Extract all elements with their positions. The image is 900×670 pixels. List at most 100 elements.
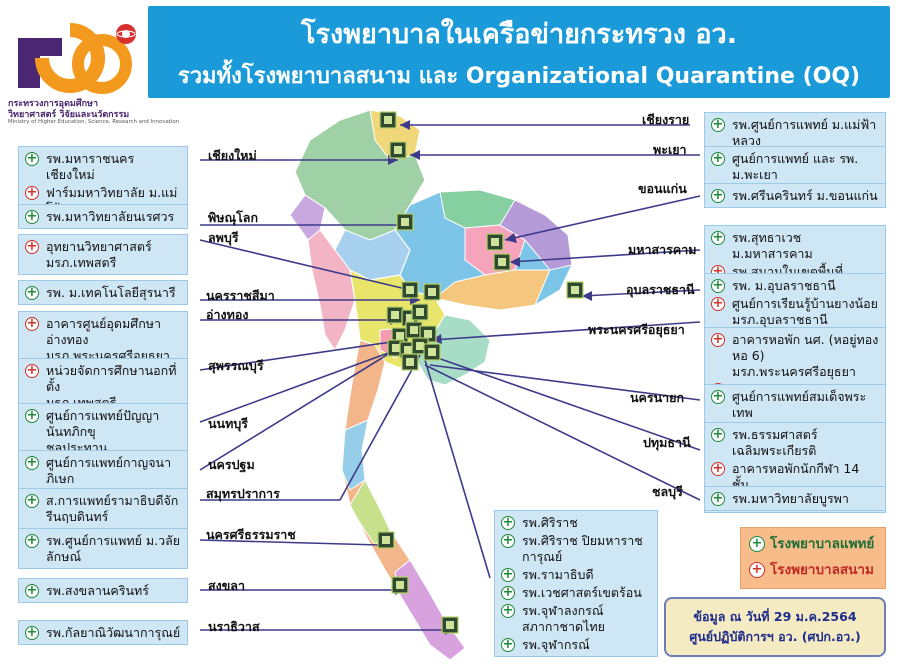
data-source: ศูนย์ปฏิบัติการฯ อว. (ศปก.อว.)	[689, 629, 861, 644]
label-maha-sarakham: มหาสารคาม	[628, 242, 697, 257]
facility-name: รพ.ศิริราช ปิยมหาราชการุณย์	[522, 533, 643, 564]
facility-item: + อาคารศูนย์อุดมศึกษาอ่างทอง มรภ.พระนครศร…	[25, 316, 181, 364]
hospital-plus-icon: +	[25, 408, 39, 423]
facility-item: +รพ.มหาราชนครเชียงใหม่	[25, 151, 181, 183]
facility-name: รพ.รามาธิบดี	[522, 567, 594, 582]
facility-name: ศูนย์การแพทย์กาญจนาภิเษก	[46, 455, 172, 486]
page-title: โรงพยาบาลในเครือข่ายกระทรวง อว.	[301, 19, 737, 50]
hospital-plus-icon: +	[501, 603, 515, 618]
label-phayao: พะเยา	[653, 142, 687, 157]
box-nakhon-si-thammarat: + รพ.ศูนย์การแพทย์ ม.วลัยลักษณ์	[18, 528, 188, 569]
box-phayao: +ศูนย์การแพทย์ และ รพ. ม.พะเยา	[704, 146, 886, 187]
label-pathum-thani: ปทุมธานี	[643, 435, 691, 450]
field-hospital-plus-icon: +	[25, 316, 39, 331]
box-bangkok: +รพ.ศิริราช+รพ.ศิริราช ปิยมหาราชการุณย์+…	[494, 510, 658, 657]
box-ang-thong: + อาคารศูนย์อุดมศึกษาอ่างทอง มรภ.พระนครศร…	[18, 311, 188, 368]
hospital-plus-icon: +	[711, 230, 725, 245]
facility-item: +รพ.สงขลานครินทร์	[25, 583, 181, 599]
hospital-plus-icon: +	[711, 278, 725, 293]
hospital-plus-icon: +	[501, 637, 515, 652]
facility-name: ส.การแพทย์รามาธิบดีจักรีนฤบดินทร์	[46, 493, 179, 524]
facility-item: + อาคารหอพัก นศ. (หอยู่ทอง หอ 6) มรภ.พระน…	[711, 332, 879, 380]
label-khon-kaen: ขอนแก่น	[638, 181, 687, 196]
facility-item: + รพ.จุฬากรณ์	[501, 637, 651, 653]
box-phitsanulok: + รพ.มหาวิทยาลัยนเรศวร	[18, 204, 188, 229]
hospital-plus-icon: +	[501, 585, 515, 600]
hospital-building-icon	[389, 141, 407, 159]
hospital-building-icon	[441, 616, 459, 634]
facility-item: + รพ.ศิริราช	[501, 515, 651, 531]
facility-item: + ศูนย์การแพทย์กาญจนาภิเษก	[25, 455, 181, 487]
label-samut-prakan: สมุทรปราการ	[206, 486, 280, 501]
data-source-box: ข้อมูล ณ วันที่ 29 ม.ค.2564 ศูนย์ปฏิบัติ…	[664, 597, 886, 657]
facility-item: + รพ.จุฬาลงกรณ์ สภากาชาดไทย	[501, 603, 651, 635]
facility-name: รพ.กัลยาณิวัฒนาการุณย์	[46, 625, 181, 640]
facility-name: รพ.ศรีนครินทร์ ม.ขอนแก่น	[732, 188, 878, 203]
facility-item: +รพ.มหาวิทยาลัยบูรพา	[711, 491, 879, 507]
facility-name: รพ.ธรรมศาสตร์เฉลิมพระเกียรติ	[732, 427, 818, 458]
facility-item: +รพ.กัลยาณิวัฒนาการุณย์	[25, 625, 181, 641]
hospital-building-icon	[566, 281, 584, 299]
facility-name: อาคารหอพัก นศ. (หอยู่ทอง หอ 6) มรภ.พระนค…	[732, 332, 879, 379]
hospital-plus-icon: +	[25, 455, 39, 470]
facility-item: + รพ.เวชศาสตร์เขตร้อน	[501, 585, 651, 601]
hospital-plus-icon: +	[25, 285, 39, 300]
facility-name: รพ.เวชศาสตร์เขตร้อน	[522, 585, 642, 600]
facility-name: อุทยานวิทยาศาสตร์ มรภ.เทพสตรี	[46, 239, 152, 270]
facility-item: +รพ.ศรีนครินทร์ ม.ขอนแก่น	[711, 188, 879, 204]
hospital-building-icon	[396, 213, 414, 231]
box-khon-kaen: +รพ.ศรีนครินทร์ ม.ขอนแก่น	[704, 183, 886, 208]
map-northeast-south	[433, 269, 551, 311]
hospital-plus-icon: +	[711, 117, 725, 132]
facility-item: + ศูนย์การเรียนรู้บ้านยางน้อย มรภ.อุบลราช…	[711, 296, 879, 328]
facility-item: +รพ.รามาธิบดี	[501, 567, 651, 583]
facility-item: + รพ.ธรรมศาสตร์เฉลิมพระเกียรติ	[711, 427, 879, 459]
title-banner	[148, 6, 890, 98]
facility-name: รพ.ศูนย์การแพทย์ ม.แม่ฟ้าหลวง	[732, 117, 877, 148]
box-nakhon-pathom: + ศูนย์การแพทย์กาญจนาภิเษก	[18, 450, 188, 491]
label-nonthaburi: นนทบุรี	[208, 416, 248, 431]
label-chiang-rai: เชียงราย	[642, 112, 690, 127]
hospital-plus-icon: +	[501, 515, 515, 530]
hospital-plus-icon: +	[711, 389, 725, 404]
hospital-building-icon	[377, 531, 395, 549]
box-chonburi: +รพ.มหาวิทยาลัยบูรพา	[704, 486, 886, 511]
facility-name: รพ.ศูนย์การแพทย์ ม.วลัยลักษณ์	[46, 533, 181, 564]
hospital-plus-icon: +	[25, 533, 39, 548]
facility-name: รพ.จุฬาลงกรณ์ สภากาชาดไทย	[522, 603, 605, 634]
legend-hospital: +โรงพยาบาลแพทย์	[749, 532, 885, 554]
hospital-plus-icon: +	[711, 427, 725, 442]
facility-item: + รพ.ศูนย์การแพทย์ ม.แม่ฟ้าหลวง	[711, 117, 879, 149]
facility-name: ศูนย์การเรียนรู้บ้านยางน้อย มรภ.อุบลราชธ…	[732, 296, 878, 327]
facility-item: +รพ.ศิริราช ปิยมหาราชการุณย์	[501, 533, 651, 565]
facility-name: รพ.ศิริราช	[522, 515, 578, 530]
hospital-plus-icon: +	[25, 209, 39, 224]
logo-ministry-th: กระทรวงการอุดมศึกษา	[8, 99, 98, 109]
plus-circle-red-icon: +	[749, 561, 765, 578]
hospital-plus-icon: +	[25, 151, 39, 166]
label-songkhla: สงขลา	[208, 578, 245, 593]
label-ayutthaya: พระนครศรีอยุธยา	[588, 322, 685, 337]
label-chiang-mai: เชียงใหม่	[208, 148, 257, 163]
hospital-building-icon	[423, 343, 441, 361]
facility-name: รพ.จุฬากรณ์	[522, 637, 590, 652]
hospital-building-icon	[486, 233, 504, 251]
facility-name: รพ.มหาวิทยาลัยนเรศวร	[46, 209, 175, 224]
facility-name: อาคารศูนย์อุดมศึกษาอ่างทอง มรภ.พระนครศรี…	[46, 316, 170, 363]
map-east-region	[414, 314, 491, 386]
field-hospital-plus-icon: +	[711, 332, 725, 347]
box-lopburi: +อุทยานวิทยาศาสตร์ มรภ.เทพสตรี	[18, 234, 188, 275]
label-chonburi: ชลบุรี	[652, 484, 683, 499]
hospital-plus-icon: +	[25, 493, 39, 508]
hospital-plus-icon: +	[25, 583, 39, 598]
facility-name: รพ. ม.อุบลราชธานี	[732, 278, 836, 293]
label-ang-thong: อ่างทอง	[206, 307, 249, 322]
box-songkhla: +รพ.สงขลานครินทร์	[18, 578, 188, 603]
field-hospital-plus-icon: +	[711, 296, 725, 311]
facility-item: + รพ. ม.อุบลราชธานี	[711, 278, 879, 294]
label-nakhon-nayok: นครนายก	[630, 390, 685, 405]
label-lopburi: ลพบุรี	[208, 230, 239, 245]
logo-ministry-th2: วิทยาศาสตร์ วิจัยและนวัตกรรม	[8, 110, 130, 120]
label-ubon: อุบลราชธานี	[626, 282, 695, 297]
facility-item: +อุทยานวิทยาศาสตร์ มรภ.เทพสตรี	[25, 239, 181, 271]
